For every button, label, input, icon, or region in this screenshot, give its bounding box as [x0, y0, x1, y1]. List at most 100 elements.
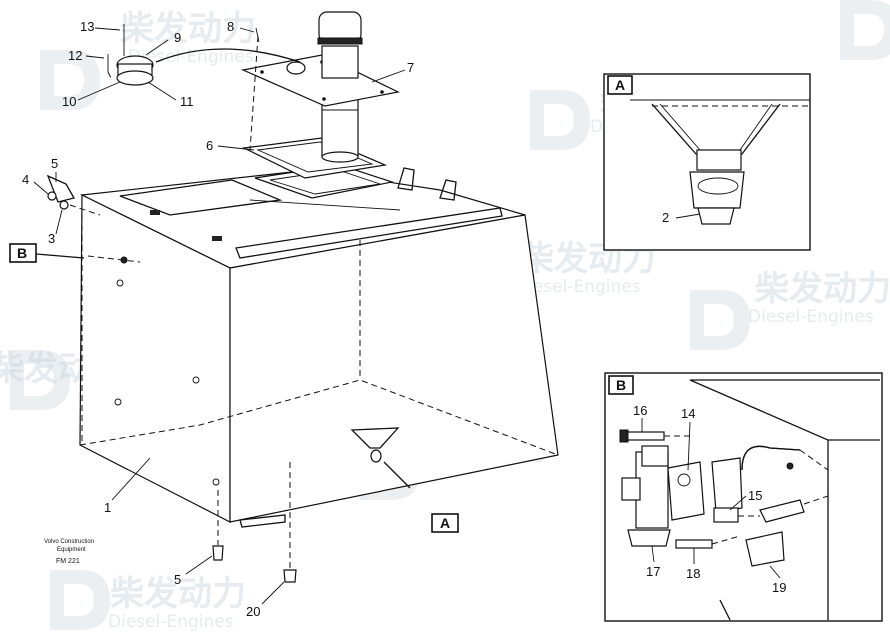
switch-cap — [641, 445, 669, 467]
fitting-3 — [59, 200, 69, 210]
tank-port — [786, 462, 794, 470]
callout-1: 1 — [104, 500, 111, 515]
pin-18 — [675, 539, 713, 549]
callout-labels: 13 12 9 10 11 8 7 6 5 4 3 1 5 20 — [22, 19, 414, 619]
view-marker-a-label: A — [440, 515, 450, 531]
fitting-path — [69, 204, 101, 216]
screw-hole — [322, 97, 326, 101]
footer: Volvo Construction Equipment FM 221 — [44, 539, 94, 565]
filter-assembly — [107, 11, 400, 179]
suction-leader — [383, 461, 411, 489]
leader-14 — [687, 421, 691, 471]
callout-14: 14 — [681, 406, 695, 421]
watermark-logo-icon — [690, 290, 750, 350]
panel-a-tag — [607, 75, 633, 95]
callout-10: 10 — [62, 94, 76, 109]
panel-a-label: A — [615, 77, 625, 93]
callout-18: 18 — [686, 566, 700, 581]
tank-edge-b — [719, 599, 731, 621]
screw-path — [107, 71, 113, 81]
breather-band — [317, 37, 363, 45]
port-plug — [120, 256, 128, 264]
funnel-neck — [696, 149, 742, 171]
cover-screw — [255, 27, 260, 43]
watermark-en: Diesel-Engines — [128, 47, 254, 67]
leader-8 — [239, 27, 255, 33]
side-fittings — [46, 174, 101, 216]
hydraulic-tank — [79, 164, 559, 528]
leader-4 — [33, 181, 49, 195]
panel-b-tag — [608, 375, 634, 395]
tank-hidden-bottom — [79, 379, 559, 456]
tube-19 — [759, 499, 805, 523]
watermark-cn: 柴发动力 — [120, 9, 256, 49]
watermark-logo-icon — [40, 50, 100, 110]
bolt-16 — [623, 431, 665, 441]
leader-17 — [651, 545, 655, 563]
fitting-4 — [47, 191, 57, 201]
watermark-logo-icon — [530, 90, 590, 150]
breather-hose — [155, 48, 301, 63]
leader-2 — [675, 213, 701, 219]
detail-panel-a: A 2 — [603, 73, 811, 251]
leader-19 — [769, 565, 781, 579]
tank-corner-b — [689, 379, 880, 620]
filter-frame-plate — [241, 137, 388, 179]
top-plate — [119, 179, 283, 216]
view-marker-a: A — [431, 513, 459, 533]
adapter-block-14 — [667, 461, 705, 521]
callout-4: 4 — [22, 172, 29, 187]
switch-plug — [621, 477, 641, 501]
view-marker-a-box — [431, 513, 459, 533]
callout-2: 2 — [662, 210, 669, 225]
tank-front-face — [229, 214, 559, 523]
mount-hole — [116, 279, 124, 287]
suction-funnel — [350, 427, 400, 449]
funnel-shading — [659, 103, 773, 151]
mount-hole — [212, 478, 220, 486]
callout-7: 7 — [407, 60, 414, 75]
level-sender-gasket — [116, 70, 154, 86]
leader-6 — [217, 145, 255, 151]
callout-11: 11 — [180, 94, 194, 109]
callout-5-top: 5 — [51, 156, 58, 171]
bolt-16-head — [619, 429, 629, 443]
view-marker-b-box — [9, 243, 37, 263]
watermark-cn: 柴发动力 — [755, 269, 890, 309]
callout-8: 8 — [227, 19, 234, 34]
fitting-15 — [713, 507, 739, 523]
watermark-cn: 柴发动力 — [110, 574, 246, 614]
drain-plugs — [212, 462, 297, 583]
leader-20 — [261, 581, 285, 605]
screw-path — [249, 35, 259, 151]
leader-10 — [77, 81, 121, 101]
mount-hole — [192, 376, 200, 384]
callout-9: 9 — [174, 30, 181, 45]
port-line — [87, 255, 141, 263]
panel-b-label: B — [616, 377, 626, 393]
leader-lines — [33, 27, 406, 605]
screw-hole — [260, 70, 264, 74]
top-seam — [249, 199, 401, 211]
leader-3 — [55, 209, 63, 235]
footer-equipment: Equipment — [57, 547, 86, 553]
bolt-mark — [150, 210, 160, 215]
leader-1 — [111, 457, 151, 501]
filter-bottom — [321, 151, 359, 163]
bracket-plate — [711, 457, 743, 513]
leader-15 — [729, 495, 747, 511]
valve-detail — [697, 177, 739, 195]
filter-frame-inner — [256, 141, 374, 173]
callout-19: 19 — [772, 580, 786, 595]
suction-fitting — [370, 449, 382, 463]
mount-hole — [114, 398, 122, 406]
watermark-en: Diesel-Engines — [748, 307, 874, 327]
watermark-logo-icon — [50, 570, 110, 630]
valve-hex — [697, 207, 735, 225]
drain-bracket — [239, 514, 286, 528]
leader-11 — [147, 81, 177, 101]
watermark-logo-icon — [10, 350, 70, 410]
suction-valve-body — [689, 171, 745, 209]
callout-6: 6 — [206, 138, 213, 153]
